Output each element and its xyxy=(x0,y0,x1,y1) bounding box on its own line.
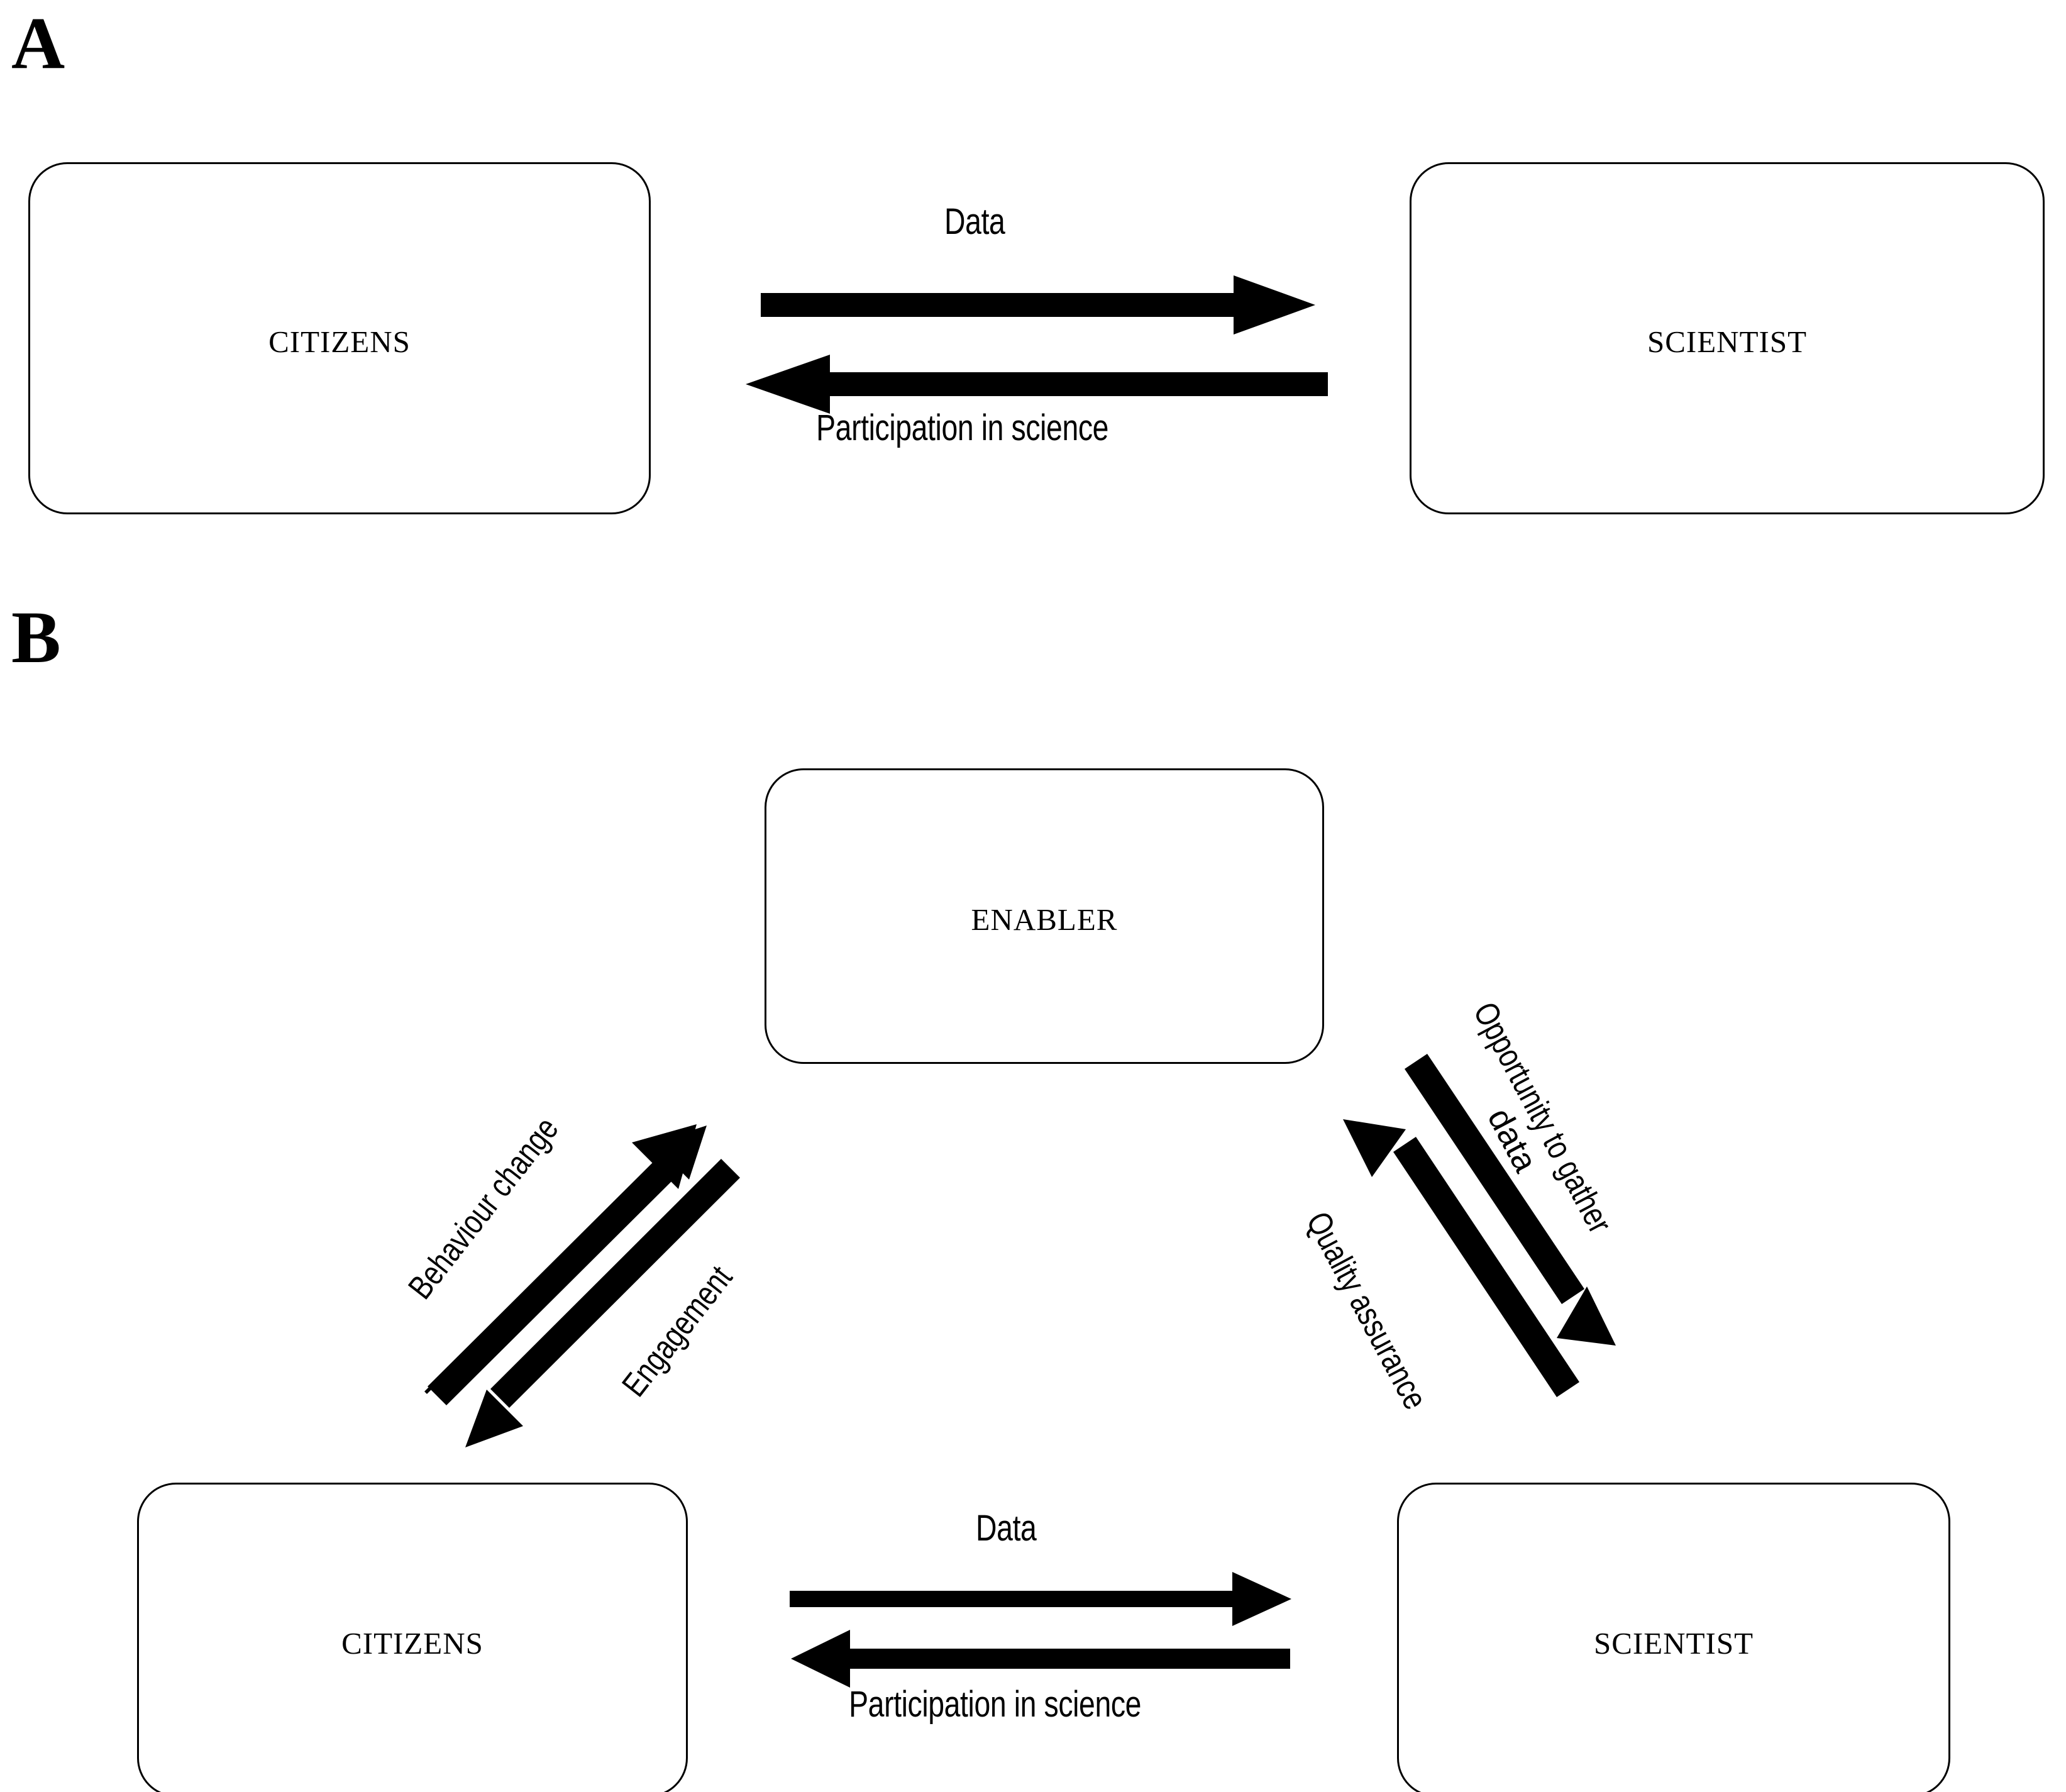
panel-b-node-citizens-label: Citizens xyxy=(341,1615,483,1664)
panel-a-node-citizens-label: Citizens xyxy=(268,314,411,362)
panel-b-arrow-opportunity-head xyxy=(1557,1286,1616,1346)
panel-b-arrow-label-engagement-text: Engagement xyxy=(615,1259,740,1404)
panel-b-arrow-label-participation-text: Participation in science xyxy=(849,1684,1142,1725)
panel-b-arrow-participation-left xyxy=(791,1630,1290,1688)
panel-b-arrow-engagement-head xyxy=(465,1390,523,1447)
panel-b-arrow-label-quality-assurance-text: Quality assurance xyxy=(1299,1205,1435,1416)
panel-a-arrow-label-participation-text: Participation in science xyxy=(816,407,1109,448)
panel-b-node-enabler-label: Enabler xyxy=(971,892,1118,940)
panel-a-node-scientist[interactable]: Scientist xyxy=(1410,162,2045,514)
panel-b-node-citizens[interactable]: Citizens xyxy=(137,1483,688,1792)
panel-a-label: A xyxy=(11,2,65,84)
panel-b-arrow-label-behaviour-change: Behaviour change xyxy=(385,1089,583,1328)
panel-b-arrow-label-data-text: Data xyxy=(976,1508,1037,1549)
panel-b-arrow-quality-assurance-head xyxy=(1343,1119,1406,1177)
panel-b-arrow-label-participation: Participation in science xyxy=(812,1684,1178,1725)
panel-a-arrow-label-data-text: Data xyxy=(944,201,1005,242)
panel-b-arrow-label-quality-assurance: Quality assurance xyxy=(1286,1182,1447,1440)
panel-a-arrow-label-participation: Participation in science xyxy=(780,407,1145,448)
panel-b-label: B xyxy=(11,596,61,678)
panel-b-arrow-label-data: Data xyxy=(968,1508,1044,1549)
panel-a-arrow-participation-left xyxy=(746,355,1328,414)
panel-a-node-citizens[interactable]: Citizens xyxy=(28,162,651,514)
panel-b-arrow-data-right xyxy=(790,1572,1291,1626)
panel-b-arrow-behaviour-change-head xyxy=(653,1126,707,1180)
panel-b-node-scientist[interactable]: Scientist xyxy=(1397,1483,1950,1792)
panel-b-arrow-label-engagement: Engagement xyxy=(604,1244,751,1419)
panel-a-arrow-label-data: Data xyxy=(937,202,1013,241)
panel-b-node-enabler[interactable]: Enabler xyxy=(765,768,1324,1064)
panel-b-node-scientist-label: Scientist xyxy=(1593,1615,1754,1664)
panel-a-node-scientist-label: Scientist xyxy=(1647,314,1807,362)
panel-b-arrow-label-behaviour-change-text: Behaviour change xyxy=(401,1110,566,1307)
panel-a-arrow-data-right xyxy=(761,275,1315,335)
panel-b-arrow-label-opportunity-to-gather-data: Opportunity to gather data xyxy=(1418,968,1633,1285)
